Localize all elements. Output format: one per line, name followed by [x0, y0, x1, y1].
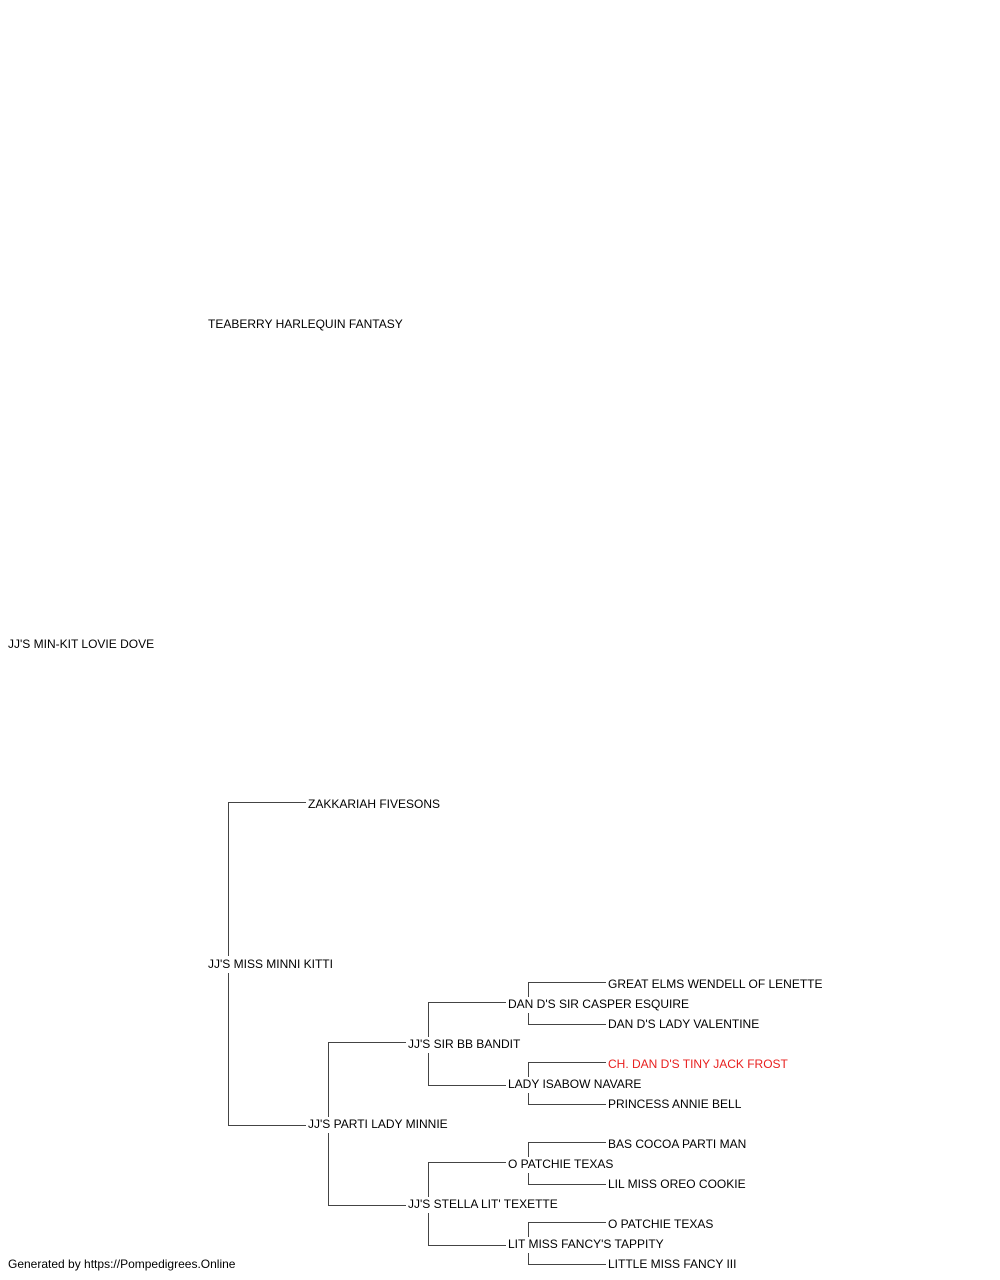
sire-name: TEABERRY HARLEQUIN FANTASY: [208, 317, 403, 331]
dam-dam-dam-sire-name: O PATCHIE TEXAS: [508, 1157, 614, 1171]
connector-ddsss: [528, 982, 606, 997]
dam-dam-dam-sire-dam-name: LIL MISS OREO COOKIE: [608, 1177, 746, 1191]
dam-dam-name: JJ'S PARTI LADY MINNIE: [308, 1117, 448, 1131]
connector-dam-dam-sire: [328, 1042, 406, 1117]
dam-dam-dam-sire-sire-name: BAS COCOA PARTI MAN: [608, 1137, 747, 1151]
dam-name: JJ'S MISS MINNI KITTI: [208, 957, 333, 971]
dam-dam-sire-sire-dam-name: DAN D'S LADY VALENTINE: [608, 1017, 760, 1031]
dam-dam-sire-dam-sire-name: CH. DAN D'S TINY JACK FROST: [608, 1057, 788, 1071]
dam-sire-name: ZAKKARIAH FIVESONS: [308, 797, 441, 811]
connector-ddddd: [528, 1253, 606, 1265]
connector-ddssd: [528, 1013, 606, 1025]
dam-dam-sire-sire-name: DAN D'S SIR CASPER ESQUIRE: [508, 997, 689, 1011]
connector-dam-sire: [228, 802, 306, 956]
dam-dam-dam-name: JJ'S STELLA LIT' TEXETTE: [408, 1197, 558, 1211]
connector-ddsds: [528, 1062, 606, 1077]
subject-name: JJ'S MIN-KIT LOVIE DOVE: [8, 637, 155, 651]
connector-dddd: [428, 1213, 506, 1246]
connector-dam-dam-dam: [328, 1133, 406, 1206]
dam-dam-sire-name: JJ'S SIR BB BANDIT: [408, 1037, 521, 1051]
connector-dddds: [528, 1222, 606, 1237]
generated-by-footer: Generated by https://Pompedigrees.Online: [8, 1257, 236, 1271]
dam-dam-sire-dam-name: LADY ISABOW NAVARE: [508, 1077, 642, 1091]
dam-dam-sire-dam-dam-name: PRINCESS ANNIE BELL: [608, 1097, 742, 1111]
dam-dam-dam-dam-dam-name: LITTLE MISS FANCY III: [608, 1257, 737, 1271]
connector-ddsd: [428, 1053, 506, 1086]
connector-dddss: [528, 1142, 606, 1157]
connector-ddss: [428, 1002, 506, 1037]
dam-dam-dam-dam-name: LIT MISS FANCY'S TAPPITY: [508, 1237, 664, 1251]
dam-dam-sire-sire-sire-name: GREAT ELMS WENDELL OF LENETTE: [608, 977, 823, 991]
connector-dam-dam: [228, 973, 306, 1126]
dam-dam-dam-dam-sire-name: O PATCHIE TEXAS: [608, 1217, 714, 1231]
connector-ddsdd: [528, 1093, 606, 1105]
connector-ddds: [428, 1162, 506, 1197]
connector-dddsd: [528, 1173, 606, 1185]
